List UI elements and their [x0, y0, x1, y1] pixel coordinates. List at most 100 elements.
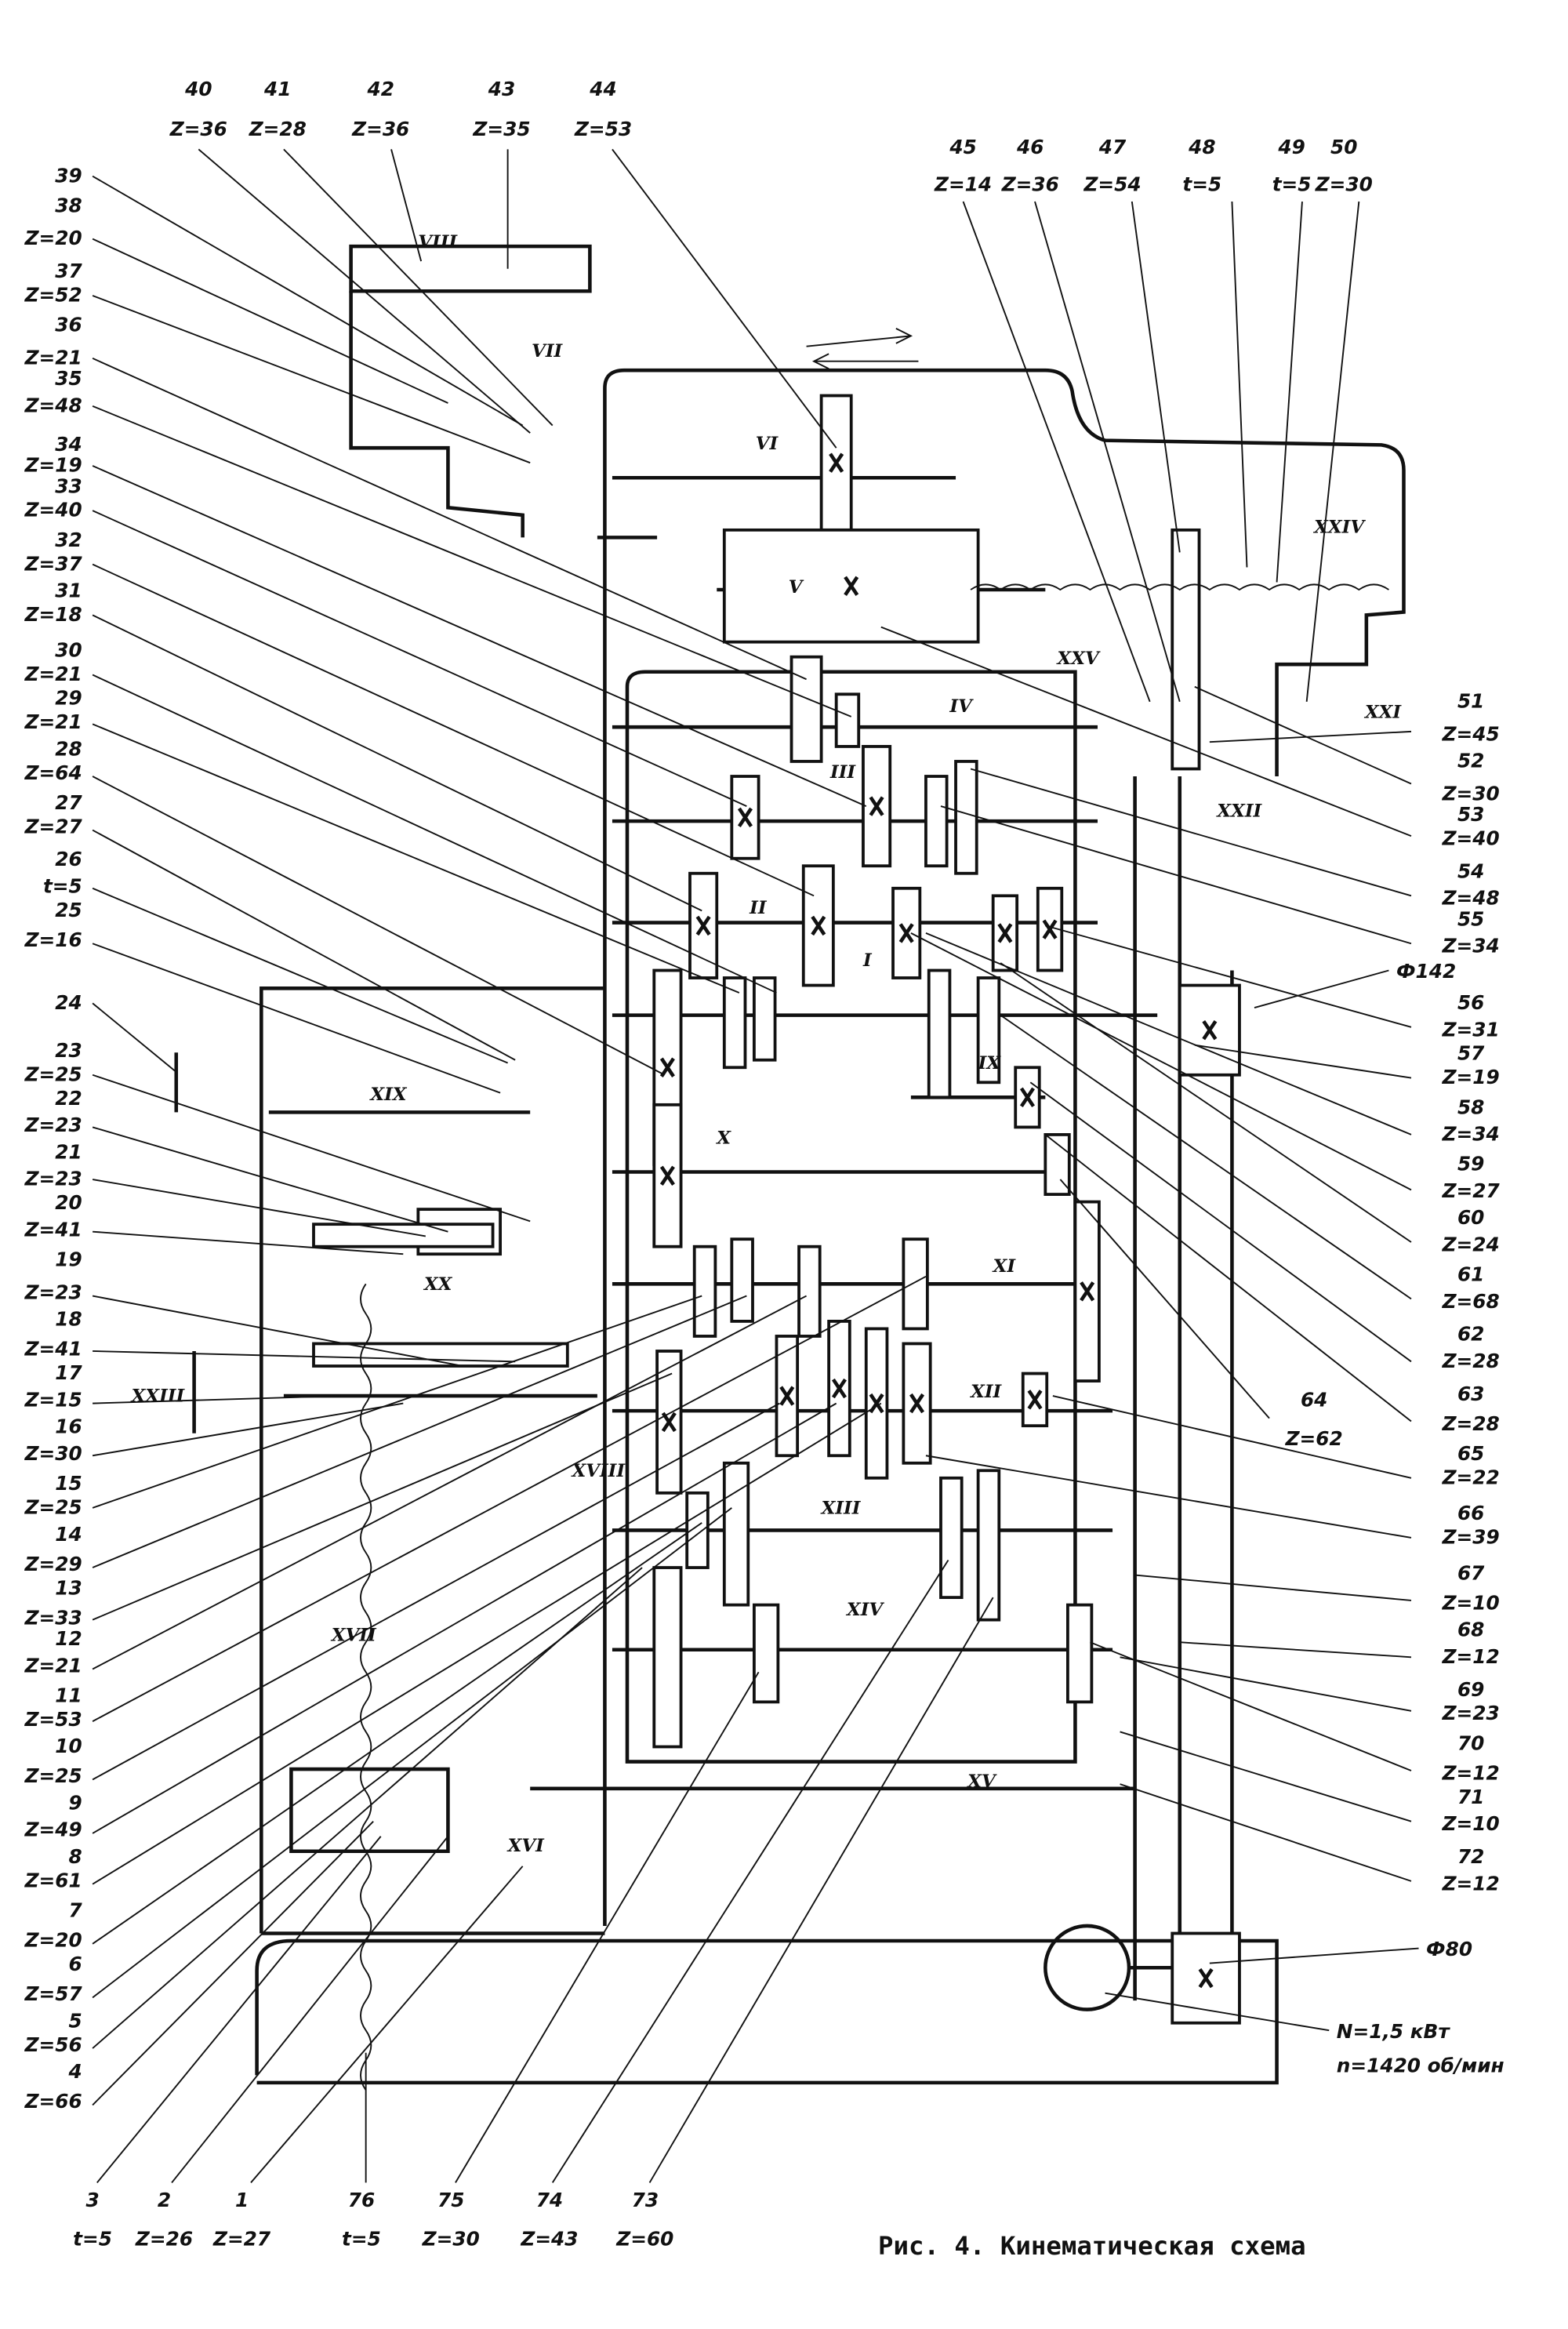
leader-line-5 — [92, 1567, 643, 2049]
part-number: 64 — [1301, 1388, 1327, 1411]
shaft-label-ix: IX — [978, 1053, 1002, 1074]
part-number: 43 — [488, 78, 515, 100]
shaft-label-iv: IV — [949, 696, 974, 717]
part-label-66: 66Z=39 — [1442, 1502, 1500, 1548]
part-spec: Z=36 — [169, 118, 227, 140]
part-label-7: 7Z=20 — [24, 1899, 83, 1952]
part-spec: Z=64 — [24, 761, 82, 784]
part-label-12: 12Z=21 — [24, 1627, 82, 1677]
part-label-51: 51Z=45 — [1442, 689, 1500, 745]
leader-line-47 — [1131, 201, 1181, 553]
part-spec: Z=27 — [24, 815, 83, 837]
part-spec: Z=23 — [1442, 1702, 1500, 1724]
leader-line-19 — [92, 1295, 463, 1367]
part-label-24: 24 — [55, 991, 82, 1014]
part-spec: Z=31 — [1442, 1018, 1500, 1041]
part-label-67: 67Z=10 — [1442, 1561, 1500, 1614]
shaft-label-xi: XI — [992, 1256, 1017, 1277]
part-label-76: 76t=5 — [342, 2189, 381, 2250]
part-spec: Z=14 — [934, 173, 992, 196]
leader-line-1 — [250, 1866, 524, 2184]
part-spec: Z=34 — [1442, 1123, 1500, 1146]
part-label-19: 19Z=23 — [24, 1248, 82, 1303]
part-spec: Z=29 — [24, 1553, 82, 1575]
part-spec: Z=12 — [1442, 1645, 1500, 1668]
part-spec: Z=16 — [24, 928, 82, 951]
shaft-label-v: V — [789, 577, 804, 598]
part-number: 46 — [1016, 136, 1044, 158]
part-spec: Z=66 — [24, 2090, 82, 2113]
leader-line-75 — [455, 1671, 760, 2183]
part-number: 13 — [55, 1576, 82, 1599]
gear — [312, 1223, 495, 1248]
part-label-21: 21Z=23 — [24, 1140, 82, 1190]
part-spec: Z=21 — [24, 1654, 82, 1677]
pulley-label-142: Ф142 — [1396, 960, 1456, 983]
part-spec: Z=18 — [24, 603, 82, 626]
shaft-label-i: I — [862, 950, 873, 971]
motor-power: N=1,5 кВт — [1337, 2020, 1451, 2043]
part-spec: Z=56 — [24, 2033, 82, 2056]
leader-line-40 — [198, 148, 531, 434]
leader-line-8 — [92, 1402, 882, 1885]
part-number: 61 — [1457, 1263, 1484, 1286]
leader-line-69 — [1120, 1656, 1412, 1712]
part-number: 67 — [1457, 1561, 1485, 1584]
shaft-label-iii: III — [829, 762, 856, 783]
part-label-5: 5Z=56 — [24, 2009, 82, 2055]
part-spec: Z=53 — [24, 1708, 82, 1731]
leader-line-26 — [92, 887, 508, 1064]
leader-line-25 — [92, 943, 501, 1094]
part-label-11: 11Z=53 — [24, 1684, 82, 1730]
part-number: 39 — [55, 164, 82, 187]
gear-mesh-mark — [659, 1165, 675, 1186]
part-spec: Z=30 — [1442, 782, 1500, 805]
part-label-18: 18Z=41 — [24, 1308, 82, 1361]
leader-line-24 — [92, 1002, 177, 1073]
part-number: 52 — [1457, 750, 1484, 772]
part-number: 50 — [1330, 136, 1357, 158]
part-label-48: 48t=5 — [1182, 136, 1221, 196]
part-label-65: 65Z=22 — [1442, 1442, 1500, 1488]
part-number: 15 — [55, 1472, 82, 1495]
part-number: 37 — [55, 260, 82, 282]
leader-line-68 — [1179, 1641, 1412, 1659]
part-number: 69 — [1457, 1678, 1484, 1701]
shaft-label-xxii: XXII — [1215, 801, 1262, 821]
part-label-64: 64Z=62 — [1285, 1388, 1343, 1449]
part-label-46: 46Z=36 — [1001, 136, 1059, 196]
part-spec: Z=21 — [24, 710, 82, 733]
leader-lines — [92, 148, 1419, 2184]
part-label-62: 62Z=28 — [1442, 1323, 1500, 1372]
part-label-41: 41Z=28 — [249, 78, 307, 140]
part-spec: Z=23 — [24, 1168, 82, 1190]
gear-mesh-mark — [1198, 1967, 1214, 1989]
shaft-label-xx: XX — [423, 1274, 453, 1295]
part-label-58: 58Z=34 — [1442, 1095, 1500, 1145]
leader-line-52 — [1194, 685, 1412, 785]
leader-line-14 — [92, 1295, 747, 1568]
part-label-4: 4Z=66 — [24, 2060, 82, 2113]
part-number: 34 — [55, 433, 82, 456]
part-number: 68 — [1457, 1619, 1484, 1641]
part-label-38: 38Z=20 — [24, 194, 82, 249]
part-number: 65 — [1457, 1442, 1484, 1465]
part-spec: Z=39 — [1442, 1526, 1500, 1549]
part-label-68: 68Z=12 — [1442, 1619, 1500, 1668]
electric-motor — [1044, 1924, 1131, 2011]
part-label-43: 43Z=35 — [472, 78, 530, 140]
part-spec: Z=30 — [422, 2227, 480, 2250]
leader-line-37 — [92, 295, 531, 464]
leader-line-64 — [1059, 1179, 1270, 1419]
shaft-label-x: X — [715, 1128, 731, 1148]
part-spec: Z=40 — [24, 499, 82, 521]
gear — [753, 976, 777, 1062]
part-spec: Z=54 — [1083, 173, 1141, 196]
part-spec: t=5 — [1272, 173, 1312, 196]
gear — [692, 1244, 717, 1338]
leader-line-29 — [92, 723, 740, 994]
part-label-70: 70Z=12 — [1442, 1731, 1500, 1784]
part-number: 41 — [263, 78, 291, 100]
part-spec: Z=37 — [24, 552, 83, 575]
